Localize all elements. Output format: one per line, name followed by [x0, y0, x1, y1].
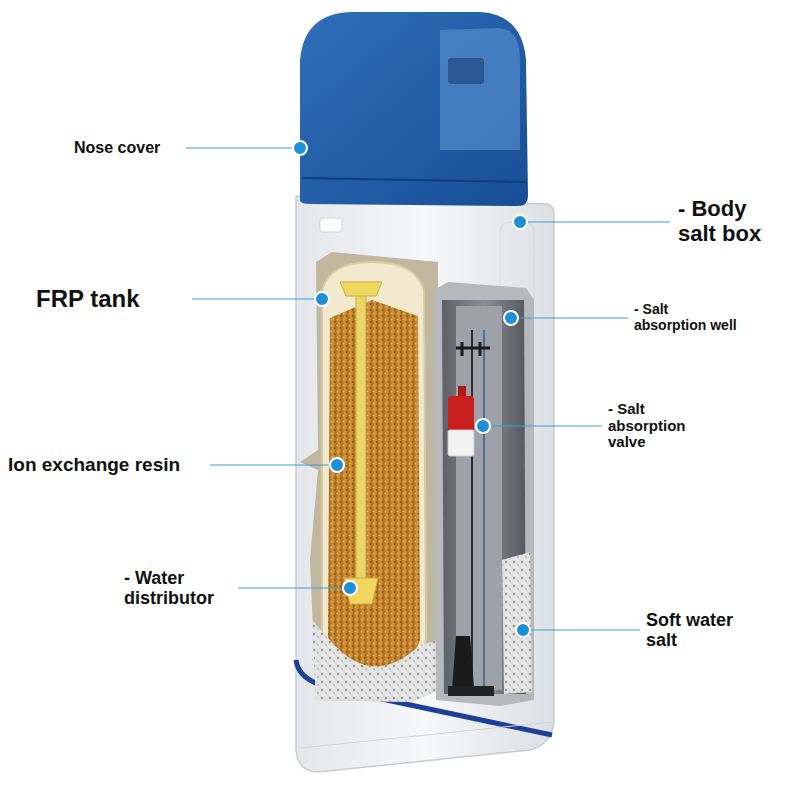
part-label: - Water distributor	[122, 567, 238, 609]
part-label: Nose cover	[72, 138, 186, 158]
part-label: Soft water salt	[644, 609, 760, 651]
part-label: FRP tank	[34, 285, 188, 314]
part-label: Ion exchange resin	[6, 453, 210, 476]
part-label: - Body salt box	[676, 196, 790, 247]
part-label: - Salt absorption well	[632, 301, 746, 334]
part-label: - Salt absorption valve	[606, 400, 720, 452]
